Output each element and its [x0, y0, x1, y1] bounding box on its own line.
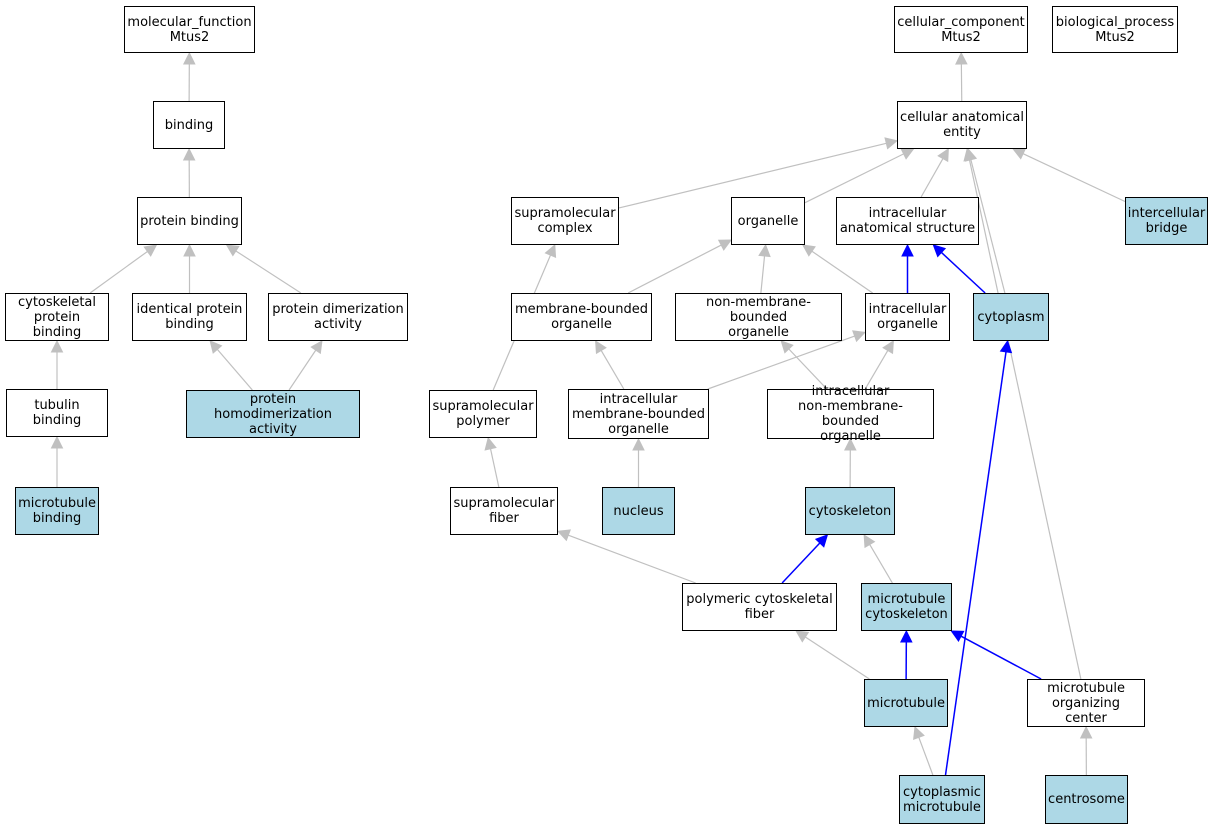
edge-arrowhead: [863, 534, 876, 549]
edge-intracellular_non_membrane_bounded_organelle-to-intracellular_organelle: [864, 350, 889, 390]
edge-polymeric_cytoskeletal_fiber-to-supramolecular_fiber: [568, 534, 696, 584]
edge-microtubule_organizing_center-to-cellular_anatomical_entity: [968, 159, 1082, 680]
edge-intracellular_non_membrane_bounded_organelle-to-non_membrane_bounded_organelle: [788, 348, 828, 390]
edge-arrowhead: [963, 147, 976, 162]
edge-protein_homodimerization_activity-to-protein_dimerization_activity: [288, 349, 317, 391]
node-non-membrane-bounded-organelle[interactable]: non-membrane-bounded organelle: [675, 293, 842, 341]
edge-microtubule_organizing_center-to-microtubule_cytoskeleton: [960, 635, 1042, 680]
node-intracellular-anatomical-structure[interactable]: intracellular anatomical structure: [836, 197, 979, 245]
edge-protein_homodimerization_activity-to-identical_protein_binding: [216, 348, 253, 391]
edge-protein_dimerization_activity-to-protein_binding: [235, 250, 302, 294]
edge-supramolecular_fiber-to-supramolecular_polymer: [489, 448, 500, 488]
edge-arrowhead: [183, 243, 196, 257]
node-protein-dimerization-activity[interactable]: protein dimerization activity: [268, 293, 408, 341]
edge-arrowhead: [852, 330, 867, 343]
edge-arrowhead: [182, 147, 196, 161]
node-intracellular-membrane-bounded-organelle[interactable]: intracellular membrane-bounded organelle: [568, 389, 709, 439]
edge-arrowhead: [50, 339, 64, 353]
node-microtubule-binding[interactable]: microtubule binding: [15, 487, 99, 535]
node-centrosome[interactable]: centrosome: [1045, 775, 1128, 824]
edge-arrowhead: [595, 340, 607, 355]
node-supramolecular-complex[interactable]: supramolecular complex: [511, 197, 619, 245]
edge-arrowhead: [814, 534, 829, 548]
edge-arrowhead: [632, 437, 645, 451]
node-microtubule-organizing-center[interactable]: microtubule organizing center: [1027, 679, 1145, 727]
edge-arrowhead: [310, 340, 323, 355]
edge-intercellular_bridge-to-cellular_anatomical_entity: [1022, 153, 1126, 203]
edge-arrowhead: [544, 243, 557, 259]
edge-arrowhead: [717, 239, 732, 251]
edge-supramolecular_complex-to-cellular_anatomical_entity: [618, 142, 887, 209]
edge-intracellular_membrane_bounded_organelle-to-intracellular_organelle: [707, 335, 855, 390]
node-polymeric-cytoskeletal-fiber[interactable]: polymeric cytoskeletal fiber: [682, 583, 837, 631]
edge-arrowhead: [183, 51, 196, 65]
edge-membrane_bounded_organelle-to-organelle: [627, 244, 722, 294]
edge-cytoplasmic_microtubule-to-microtubule: [918, 737, 934, 776]
edge-arrowhead: [950, 630, 965, 642]
edge-organelle-to-cellular_anatomical_entity: [804, 153, 904, 204]
node-cytoskeletal-protein-binding[interactable]: cytoskeletal protein binding: [5, 293, 109, 341]
node-biological-process[interactable]: biological_process Mtus2: [1052, 6, 1178, 53]
node-tubulin-binding[interactable]: tubulin binding: [6, 389, 108, 437]
node-identical-protein-binding[interactable]: identical protein binding: [132, 293, 247, 341]
node-microtubule-cytoskeleton[interactable]: microtubule cytoskeleton: [861, 583, 952, 631]
edge-arrowhead: [209, 340, 223, 354]
node-cytoplasm[interactable]: cytoplasm: [973, 293, 1049, 341]
edge-arrowhead: [1079, 725, 1093, 739]
edge-arrowhead: [780, 340, 794, 354]
edge-arrowhead: [955, 51, 968, 65]
edge-arrowhead: [884, 137, 899, 150]
node-molecular-function[interactable]: molecular_function Mtus2: [124, 6, 255, 53]
node-intracellular-organelle[interactable]: intracellular organelle: [865, 293, 950, 341]
edge-arrowhead: [913, 725, 925, 740]
edge-arrowhead: [795, 630, 810, 643]
node-supramolecular-fiber[interactable]: supramolecular fiber: [450, 487, 558, 535]
edge-arrowhead: [50, 435, 64, 449]
edge-arrowhead: [758, 243, 771, 258]
edge-arrowhead: [143, 244, 158, 257]
edge-arrowhead: [999, 339, 1013, 354]
edge-cytoplasm-to-cellular_anatomical_entity: [970, 159, 1006, 294]
node-intercellular-bridge[interactable]: intercellular bridge: [1125, 197, 1208, 245]
edge-microtubule_cytoskeleton-to-cytoskeleton: [869, 544, 893, 584]
edge-cytoplasm-to-intracellular_anatomical_structure: [940, 251, 986, 294]
node-binding[interactable]: binding: [153, 101, 225, 149]
edge-arrowhead: [900, 629, 913, 643]
node-protein-binding[interactable]: protein binding: [137, 197, 242, 245]
edge-arrowhead: [484, 436, 497, 451]
edge-arrowhead: [556, 529, 571, 542]
node-protein-homodimerization-activity[interactable]: protein homodimerization activity: [186, 390, 360, 438]
node-supramolecular-polymer[interactable]: supramolecular polymer: [429, 390, 537, 438]
edge-arrowhead: [801, 244, 816, 257]
edge-arrowhead: [882, 340, 894, 355]
edge-arrowhead: [225, 244, 240, 257]
node-nucleus[interactable]: nucleus: [602, 487, 675, 535]
edge-microtubule-to-polymeric_cytoskeletal_fiber: [804, 636, 870, 680]
edge-polymeric_cytoskeletal_fiber-to-cytoskeleton: [781, 542, 821, 584]
edge-non_membrane_bounded_organelle-to-organelle: [760, 255, 766, 294]
edge-arrowhead: [937, 148, 949, 163]
node-cytoplasmic-microtubule[interactable]: cytoplasmic microtubule: [899, 775, 985, 824]
edge-arrowhead: [901, 243, 914, 257]
node-intracellular-non-membrane-bounded-organelle[interactable]: intracellular non-membrane-bounded organ…: [767, 384, 934, 444]
edge-arrowhead: [932, 244, 947, 258]
node-cytoskeleton[interactable]: cytoskeleton: [805, 487, 895, 535]
node-organelle[interactable]: organelle: [731, 197, 805, 245]
edge-intracellular_organelle-to-organelle: [811, 250, 873, 294]
edge-arrowhead: [1012, 148, 1027, 160]
node-microtubule[interactable]: microtubule: [864, 679, 948, 727]
edge-intracellular_anatomical_structure-to-cellular_anatomical_entity: [920, 158, 944, 198]
edge-intracellular_membrane_bounded_organelle-to-membrane_bounded_organelle: [600, 350, 625, 390]
node-cellular-component[interactable]: cellular_component Mtus2: [894, 6, 1028, 53]
edge-cytoskeletal_protein_binding-to-protein_binding: [89, 250, 148, 294]
node-membrane-bounded-organelle[interactable]: membrane-bounded organelle: [511, 293, 652, 341]
edge-arrowhead: [844, 437, 857, 451]
node-cellular-anatomical-entity[interactable]: cellular anatomical entity: [897, 101, 1027, 149]
edge-cytoplasmic_microtubule-to-cytoplasm: [944, 351, 1007, 776]
